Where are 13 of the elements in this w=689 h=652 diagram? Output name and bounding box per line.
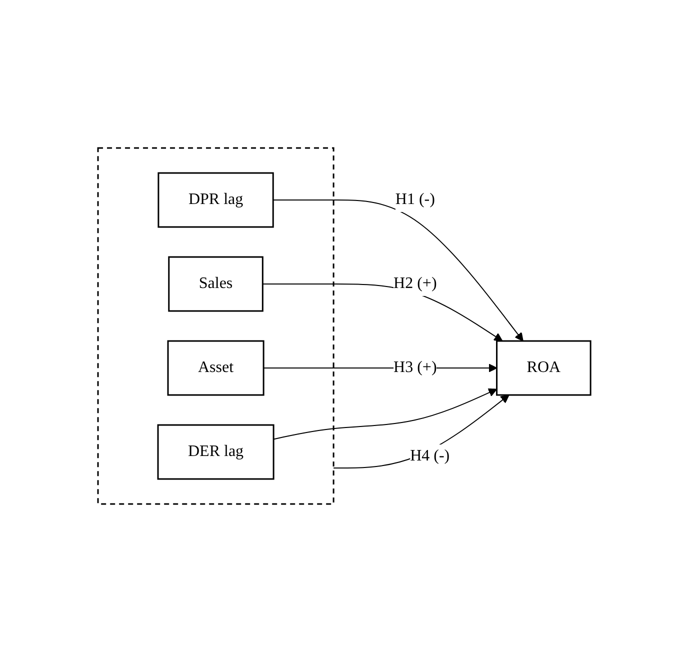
- node-box: DER lag: [157, 424, 275, 480]
- arrow: [273, 388, 498, 440]
- node-box: Sales: [168, 256, 264, 312]
- edge-label: H2 (+): [394, 275, 437, 292]
- edge-label: H3 (+): [394, 359, 437, 376]
- node-box: DPR lag: [158, 172, 274, 228]
- arrow: [272, 200, 524, 342]
- edge-label: H1 (-): [396, 191, 436, 208]
- node-box: ROA: [496, 340, 592, 396]
- node-box: Asset: [167, 340, 265, 396]
- cluster: [97, 147, 335, 505]
- arrow: [262, 284, 503, 342]
- edge-label: H4 (-): [410, 448, 450, 465]
